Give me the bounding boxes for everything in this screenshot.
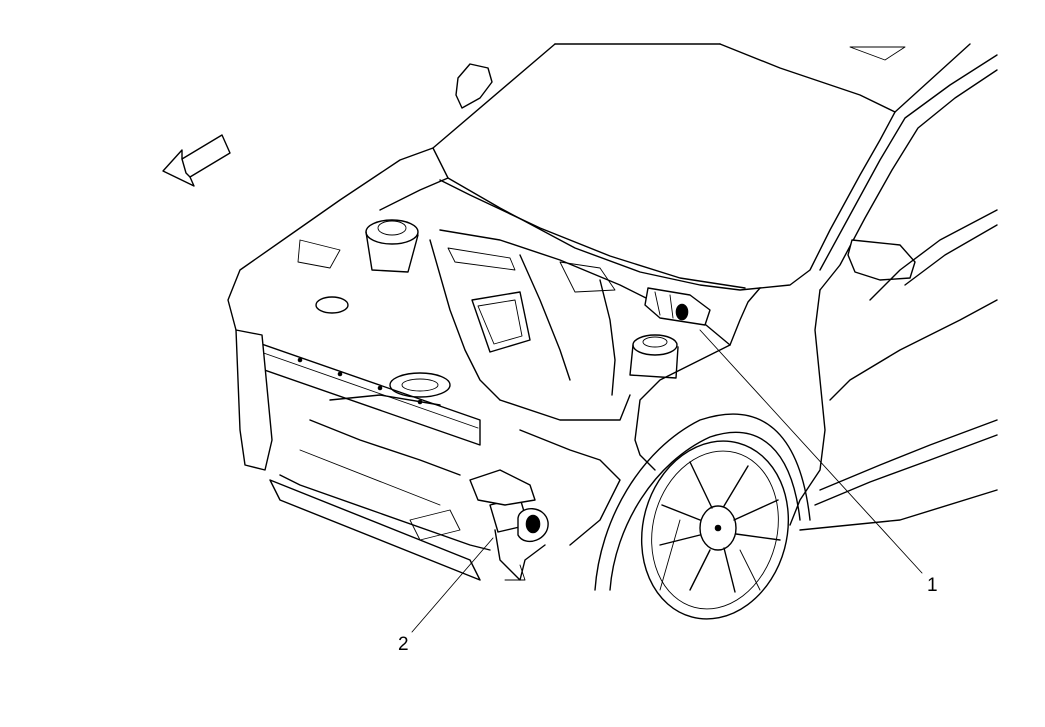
leader-lines xyxy=(411,329,923,633)
leader-line-1 xyxy=(699,329,923,574)
front-structure xyxy=(235,329,631,581)
callout-label-1: 1 xyxy=(927,575,938,596)
engine-bay xyxy=(227,147,731,401)
front-wheel xyxy=(640,440,790,620)
callout-label-2: 2 xyxy=(398,634,409,655)
body-upper xyxy=(432,43,998,291)
horn-assembly xyxy=(469,469,549,581)
leader-line-2 xyxy=(411,537,494,633)
front-direction-arrow-icon xyxy=(162,134,231,187)
body-side xyxy=(594,209,998,591)
hood-latch-component xyxy=(644,287,711,326)
